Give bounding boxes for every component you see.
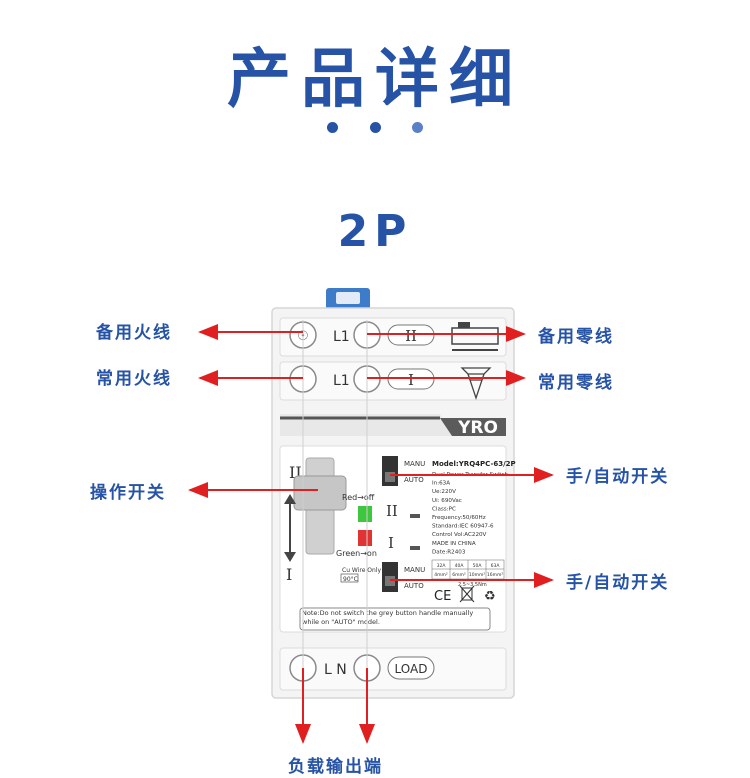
terminal-row-normal: L1 N1 I: [279, 361, 507, 401]
callout-arrows: [188, 324, 554, 744]
label-normal-neutral: 常用零线: [538, 373, 614, 393]
red-off-label: Red→off: [342, 493, 375, 502]
panel-mark-I: I: [388, 534, 394, 552]
spec-line: Date:R2403: [432, 549, 466, 555]
manual-auto-switch-bottom[interactable]: [382, 562, 398, 592]
rating-cell: 63A: [491, 563, 501, 569]
rating-cell: 50A: [473, 563, 483, 569]
cu-wire-label: Cu Wire Only: [342, 567, 381, 574]
load-terminal-label: L N: [324, 662, 347, 678]
label-load-output: 负载输出端: [288, 757, 383, 777]
manual-auto-switch-top[interactable]: [382, 456, 398, 486]
pole-subtitle: 2P: [337, 206, 413, 257]
label-operation-switch: 操作开关: [90, 483, 166, 503]
spec-line: In:63A: [432, 481, 450, 487]
page-title: 产品详细: [227, 43, 523, 117]
label-backup-neutral: 备用零线: [538, 327, 614, 347]
cross-section-cell: 10mm²: [469, 572, 485, 578]
note-box: [299, 607, 491, 631]
torque-label: 2.5~3.5Nm: [458, 582, 487, 588]
spec-line: Ui: 690Vac: [432, 498, 462, 504]
load-terminal-row: L N LOAD: [279, 647, 507, 691]
brand-logo: YRO: [457, 418, 498, 438]
spec-line: Control Vol:AC220V: [432, 532, 487, 538]
manu-bottom-label: MANU: [404, 566, 425, 574]
dot: [327, 122, 339, 133]
green-on-label: Green→on: [336, 549, 377, 558]
label-manual-auto-bottom: 手/自动开关: [566, 573, 670, 593]
power-tower-icon: [460, 367, 492, 401]
generator-icon: [451, 322, 499, 351]
brand-strip: YRO: [280, 414, 506, 438]
red-indicator: [358, 530, 372, 546]
label-normal-live: 常用火线: [96, 369, 172, 389]
cross-section-cell: 6mm²: [452, 572, 466, 578]
label-backup-live: 备用火线: [96, 323, 172, 343]
spec-line: Ue:220V: [432, 489, 456, 495]
dot: [411, 122, 423, 133]
operation-handle[interactable]: II I: [284, 457, 347, 584]
spec-line: MADE IN CHINA: [432, 541, 476, 547]
spec-line: Frequency:50/60Hz: [432, 515, 486, 521]
load-button-label: LOAD: [395, 662, 428, 676]
auto-bottom-label: AUTO: [404, 582, 424, 590]
cross-section-cell: 4mm²: [434, 572, 448, 578]
roman-II-badge: II: [405, 327, 417, 345]
weee-icon: [459, 585, 475, 603]
spec-line: Class:PC: [432, 506, 456, 512]
terminal-row-backup: ☉ L1 N1 II: [279, 317, 507, 357]
temp-label: 90°C: [343, 576, 358, 583]
cross-section-cell: 16mm²: [487, 572, 503, 578]
recycle-icon: ♻: [484, 589, 496, 604]
rating-cell: 32A: [437, 563, 447, 569]
label-manual-auto-top: 手/自动开关: [566, 467, 670, 487]
handle-label-I: I: [286, 565, 292, 584]
ce-mark: CE: [434, 589, 451, 604]
load-button[interactable]: [387, 656, 435, 680]
note-text: Note:Do not switch the grey button handl…: [302, 609, 474, 626]
manu-top-label: MANU: [404, 460, 425, 468]
model-label: Model:YRQ4PC-63/2P: [432, 460, 516, 468]
spec-line: Standard:IEC 60947-6: [432, 524, 494, 530]
auto-top-label: AUTO: [404, 476, 424, 484]
carousel-dots: [0, 118, 750, 137]
roman-I-badge: I: [408, 371, 414, 389]
green-indicator: [358, 506, 372, 522]
panel-mark-II: II: [386, 502, 398, 520]
rating-cell: 40A: [455, 563, 465, 569]
dot: [369, 122, 381, 133]
